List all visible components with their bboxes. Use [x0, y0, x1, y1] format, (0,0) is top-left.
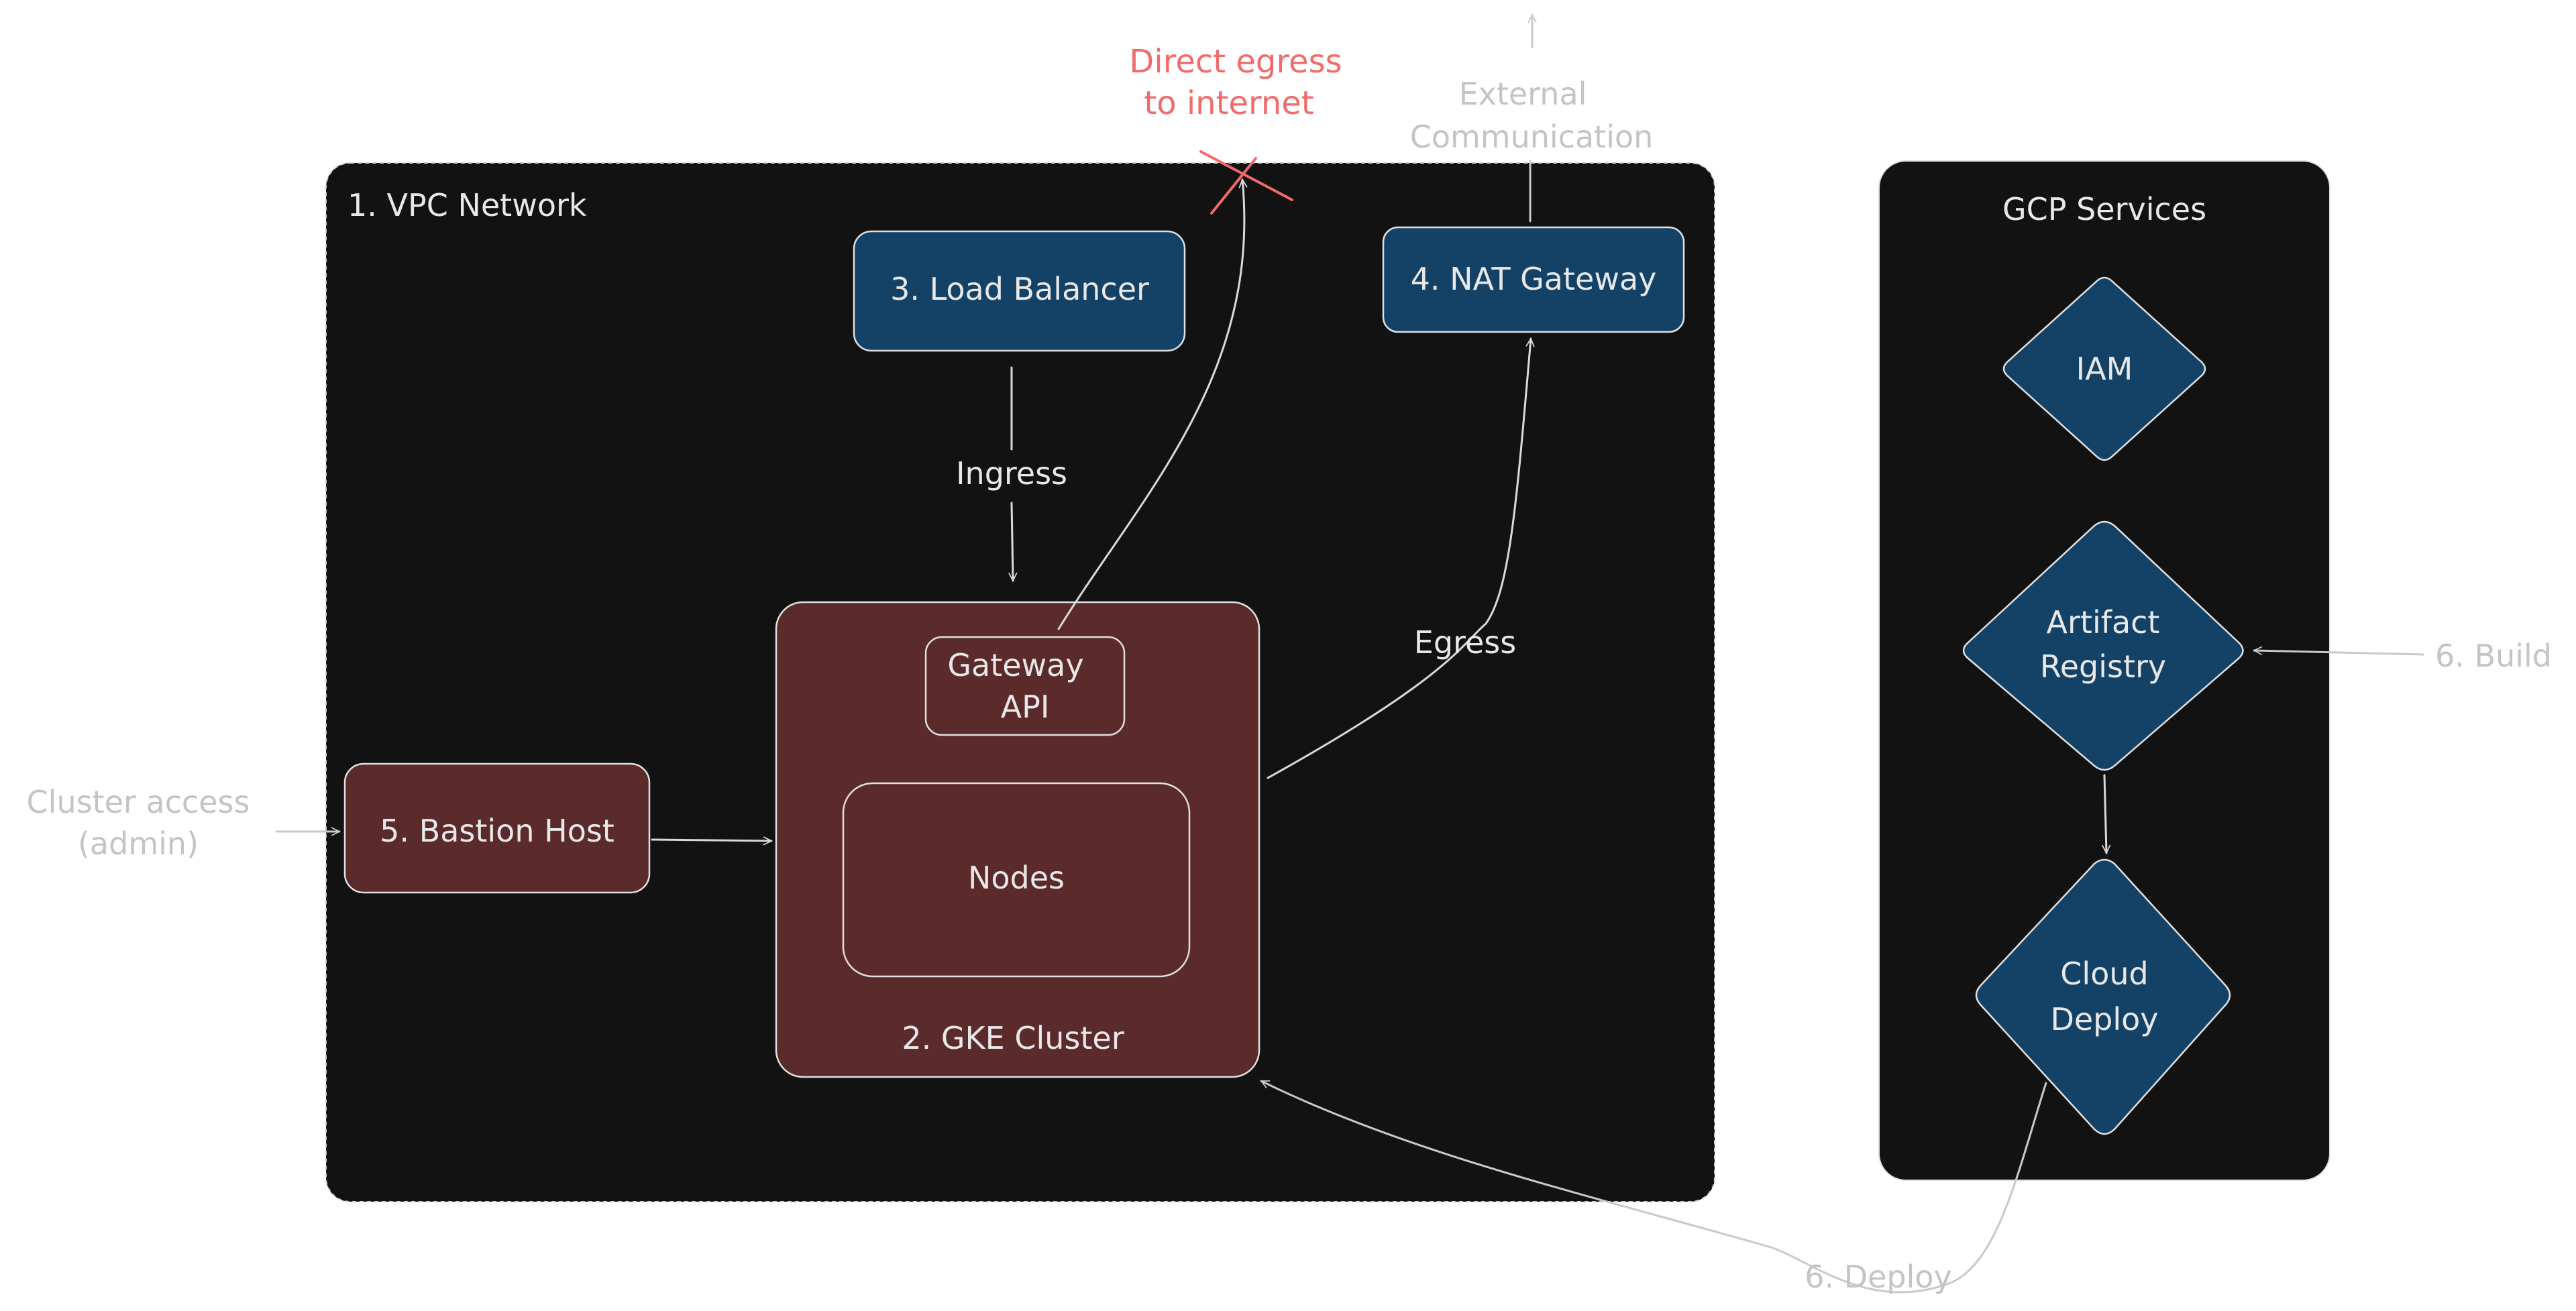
iam-label: IAM [2076, 351, 2133, 387]
artifact-to-deploy-arrow [2104, 774, 2106, 853]
nat-gateway-label: 4. NAT Gateway [1411, 261, 1657, 297]
direct-egress-label-line1: Direct egress [1129, 43, 1342, 80]
bastion-to-gke-arrow [651, 840, 773, 841]
external-label-line2: Communication [1410, 119, 1654, 155]
nat-gateway-node[interactable]: 4. NAT Gateway [1382, 226, 1685, 333]
build-label: 6. Build [2435, 638, 2552, 674]
blocked-x-icon [1199, 150, 1293, 215]
cloud-deploy-label-line2: Deploy [2050, 1001, 2158, 1037]
load-balancer-node[interactable]: 3. Load Balancer [853, 230, 1186, 352]
direct-egress-arrow [1057, 180, 1244, 630]
artifact-registry-node[interactable]: Artifact Registry [1962, 520, 2244, 771]
cloud-deploy-label-line1: Cloud [2060, 956, 2148, 992]
egress-label: Egress [1414, 624, 1516, 661]
vpc-network-label: 1. VPC Network [347, 187, 587, 223]
bastion-host-node[interactable]: 5. Bastion Host [343, 762, 651, 894]
bastion-host-label: 5. Bastion Host [380, 813, 614, 849]
cluster-access-label-line2: (admin) [78, 825, 199, 862]
external-label-line1: External [1459, 76, 1587, 112]
gateway-api-label-line1: Gateway [947, 647, 1083, 683]
load-balancer-label: 3. Load Balancer [890, 271, 1149, 307]
nodes-node[interactable]: Nodes [842, 782, 1191, 978]
deploy-arrow [1261, 1080, 2047, 1294]
deploy-label: 6. Deploy [1805, 1259, 1952, 1295]
cluster-access-label-line1: Cluster access [27, 784, 250, 820]
egress-arrow [1267, 339, 1531, 779]
cloud-deploy-node[interactable]: Cloud Deploy [1975, 858, 2231, 1135]
gke-cluster-label: 2. GKE Cluster [902, 1020, 1124, 1056]
iam-node[interactable]: IAM [2002, 276, 2206, 461]
direct-egress-label-line2: to internet [1144, 84, 1313, 122]
nodes-label: Nodes [968, 860, 1065, 896]
gcp-services-label: GCP Services [2002, 191, 2206, 227]
build-arrow [2254, 650, 2424, 656]
gateway-api-node[interactable]: Gateway API [924, 636, 1126, 736]
ingress-label: Ingress [956, 455, 1067, 492]
artifact-registry-label-line1: Artifact [2047, 604, 2160, 640]
gateway-api-label-line2: API [1001, 689, 1050, 725]
artifact-registry-label-line2: Registry [2040, 648, 2166, 685]
